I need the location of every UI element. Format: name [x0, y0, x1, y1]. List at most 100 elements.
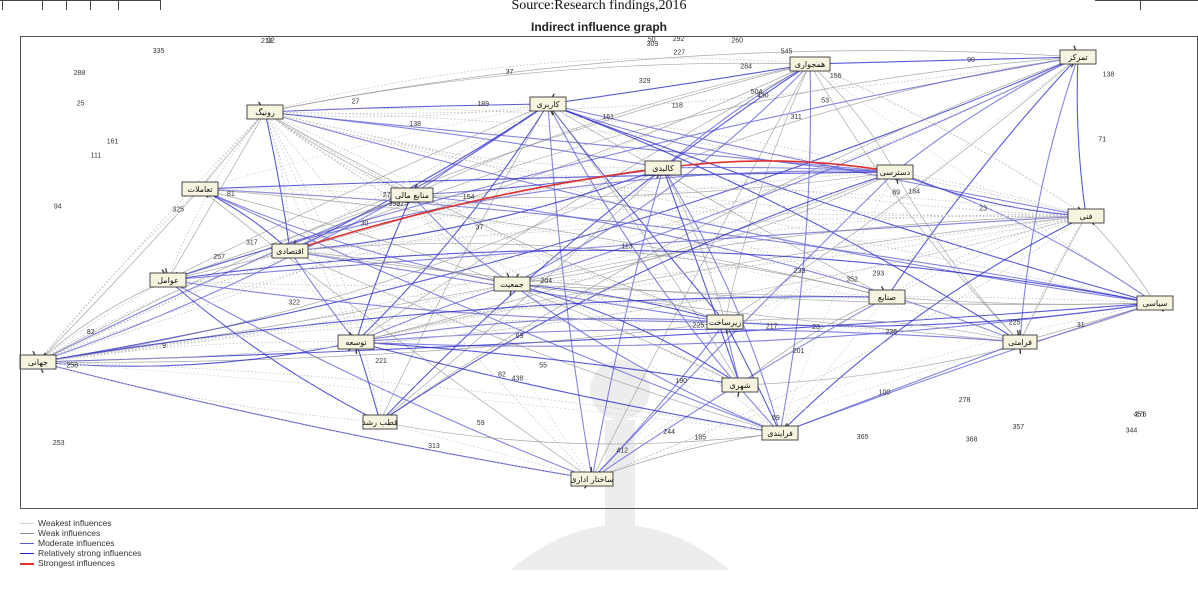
weak-influence-edge — [1019, 302, 1156, 343]
node-box — [246, 104, 284, 120]
graph-node[interactable]: دسترسی — [876, 164, 914, 180]
weakest-influence-edge — [264, 111, 357, 343]
relatively-strong-influence-edge — [167, 249, 1156, 304]
edge-weight-label: 260 — [731, 38, 743, 45]
graph-node[interactable]: تمرکز — [1059, 49, 1097, 65]
graph-node[interactable]: قطب رشد — [362, 414, 398, 430]
legend-label: Relatively strong influences — [38, 548, 142, 558]
relatively-strong-influence-edge — [37, 56, 1079, 363]
graph-node[interactable]: شهری — [721, 377, 759, 393]
graph-node[interactable]: فرایندی — [761, 425, 799, 441]
relatively-strong-influence-edge — [662, 167, 741, 386]
legend-item: Weak influences — [20, 528, 220, 538]
weak-influence-edge — [809, 63, 896, 173]
graph-node[interactable]: اقتصادی — [271, 243, 309, 259]
moderate-influence-edge — [511, 56, 1079, 285]
weak-influence-edge — [355, 215, 1087, 343]
graph-node[interactable]: ساختار اداری — [570, 471, 614, 487]
weakest-influence-edge — [37, 171, 896, 363]
weak-influence-edge — [289, 250, 781, 434]
edge-weight-label: 322 — [288, 300, 300, 307]
graph-node[interactable]: همجواری — [789, 56, 831, 72]
node-label: جمعیت — [500, 280, 524, 289]
relatively-strong-influence-edge — [37, 302, 1156, 363]
graph-node[interactable]: صنایع — [868, 289, 906, 305]
weak-influence-edge — [511, 215, 1087, 285]
weak-influence-edge — [662, 56, 1079, 169]
graph-node[interactable]: رونیگ — [246, 104, 284, 120]
moderate-influence-edge — [511, 63, 811, 285]
graph-node[interactable]: فنی — [1067, 208, 1105, 224]
toolbar-tick — [66, 0, 67, 10]
graph-node[interactable]: جهانی — [19, 354, 57, 370]
edge-weight-label: 55 — [539, 362, 547, 369]
graph-node[interactable]: توسعه — [337, 334, 375, 350]
weak-influence-edge — [886, 296, 1156, 305]
node-label: کاربری — [536, 100, 559, 109]
moderate-influence-edge — [411, 194, 513, 285]
weakest-influence-edge — [37, 361, 781, 434]
graph-node[interactable]: عوامل — [149, 272, 187, 288]
weak-influence-edge — [37, 167, 664, 363]
weak-influence-edge — [411, 171, 896, 198]
weakest-influence-edge — [809, 63, 1156, 304]
node-box — [271, 243, 309, 259]
weakest-influence-edge — [779, 171, 896, 434]
node-box — [789, 56, 831, 72]
node-label: قطب رشد — [362, 418, 398, 427]
graph-node[interactable]: تعاملات — [181, 181, 219, 197]
edge-weight-label: 189 — [477, 101, 489, 108]
node-label: فرایندی — [767, 429, 793, 438]
weak-influence-edge — [1085, 215, 1156, 304]
relatively-strong-influence-edge — [779, 215, 1087, 434]
weak-influence-edge — [511, 283, 1021, 343]
toolbar-tick — [2, 0, 3, 10]
edge-weight-label: 258 — [66, 362, 78, 369]
weakest-influence-edge — [199, 188, 413, 196]
graph-node[interactable]: جمعیت — [493, 276, 531, 292]
weak-influence-edge — [167, 194, 413, 281]
graph-node[interactable]: کاربری — [529, 96, 567, 112]
graph-node[interactable]: منابع مالی — [390, 187, 434, 203]
legend-label: Moderate influences — [38, 538, 115, 548]
relatively-strong-influence-edge — [355, 341, 381, 423]
weakest-influence-edge — [199, 188, 1021, 343]
edge-weight-label: 89 — [892, 189, 900, 196]
edge-weight-label: 23 — [979, 206, 987, 213]
node-label: توسعه — [345, 338, 366, 347]
weak-influence-edge — [809, 63, 1021, 343]
edge-weight-label: 53 — [821, 98, 829, 105]
edge-weight-label: 31 — [1077, 322, 1085, 329]
node-label: ساختار اداری — [570, 475, 614, 484]
node-box — [390, 187, 434, 203]
moderate-influence-edge — [167, 170, 896, 281]
weakest-influence-edge — [37, 167, 664, 363]
graph-node[interactable]: سیاسی — [1136, 295, 1174, 311]
graph-node[interactable]: کالبدی — [644, 160, 682, 176]
weak-influence-edge — [894, 171, 1021, 343]
edge-weight-label: 227 — [674, 49, 686, 56]
edge-weight-label: 118 — [672, 102, 683, 109]
legend-swatch — [20, 543, 34, 544]
edge-weight-label: 412 — [616, 448, 628, 455]
edge-weight-label: 329 — [639, 78, 651, 85]
weakest-influence-edge — [199, 188, 357, 343]
relatively-strong-influence-edge — [1076, 56, 1087, 217]
node-box — [1136, 295, 1174, 311]
weak-influence-edge — [355, 171, 896, 343]
weakest-influence-edge — [37, 188, 201, 363]
weakest-influence-edge — [411, 194, 781, 434]
moderate-influence-edge — [591, 167, 664, 480]
edge-weight-label: 225 — [1009, 319, 1021, 326]
weakest-influence-edge — [662, 167, 1087, 217]
graph-node[interactable]: زیرساخت — [706, 314, 744, 330]
legend-swatch — [20, 553, 34, 554]
graph-node[interactable]: فرامتی — [1002, 334, 1038, 350]
node-box — [644, 160, 682, 176]
moderate-influence-edge — [591, 321, 726, 480]
edge-weight-labels: 7134435269317552362602212272442532333578… — [53, 36, 1147, 455]
weakest-influence-edge — [37, 361, 781, 434]
relatively-strong-influence-edge — [511, 283, 741, 386]
edge-weight-label: 309 — [647, 41, 659, 48]
edge-weight-label: 390 — [389, 201, 401, 208]
